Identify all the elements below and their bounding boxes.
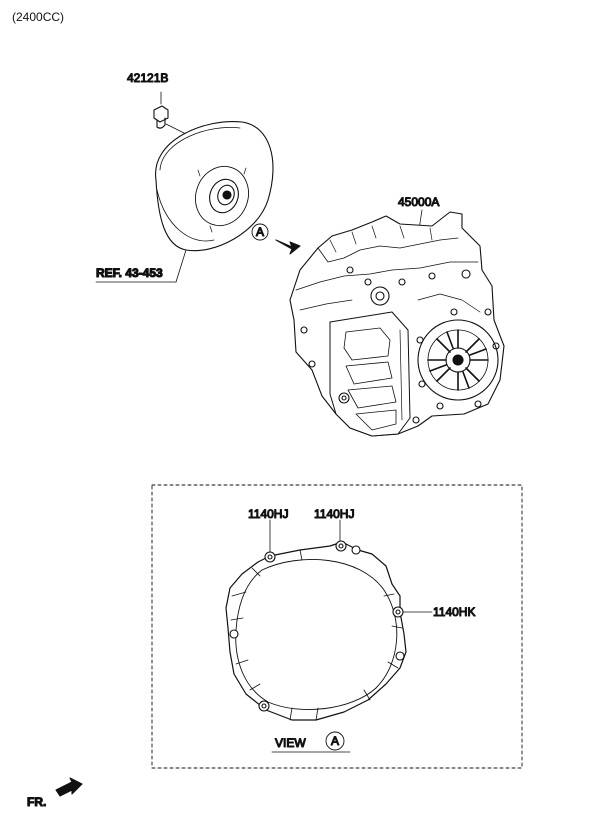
part-label-1140hj-left: 1140HJ	[248, 507, 288, 521]
ref-label: REF. 43-453	[96, 266, 163, 280]
part-label-42121b: 42121B	[127, 71, 168, 85]
part-label-45000a: 45000A	[398, 195, 439, 209]
view-caption-circle	[325, 731, 345, 751]
part-label-1140hj-right: 1140HJ	[314, 507, 354, 521]
view-caption: VIEW	[275, 736, 306, 750]
engine-spec-label: (2400CC)	[12, 10, 65, 24]
view-caption-marker: A	[331, 734, 339, 748]
view-a-marker-circle	[251, 223, 269, 241]
part-label-1140hk: 1140HK	[433, 605, 475, 619]
housing-gasket[interactable]	[225, 540, 407, 721]
view-a-marker-text: A	[256, 225, 264, 239]
torque-converter[interactable]	[155, 120, 274, 252]
front-label: FR.	[27, 795, 46, 809]
front-arrow-icon	[55, 777, 83, 797]
transmission-assembly[interactable]	[289, 211, 505, 437]
view-a-frame	[151, 484, 523, 769]
bolt-42121b[interactable]	[153, 91, 187, 135]
direction-arrow-icon	[275, 239, 301, 255]
